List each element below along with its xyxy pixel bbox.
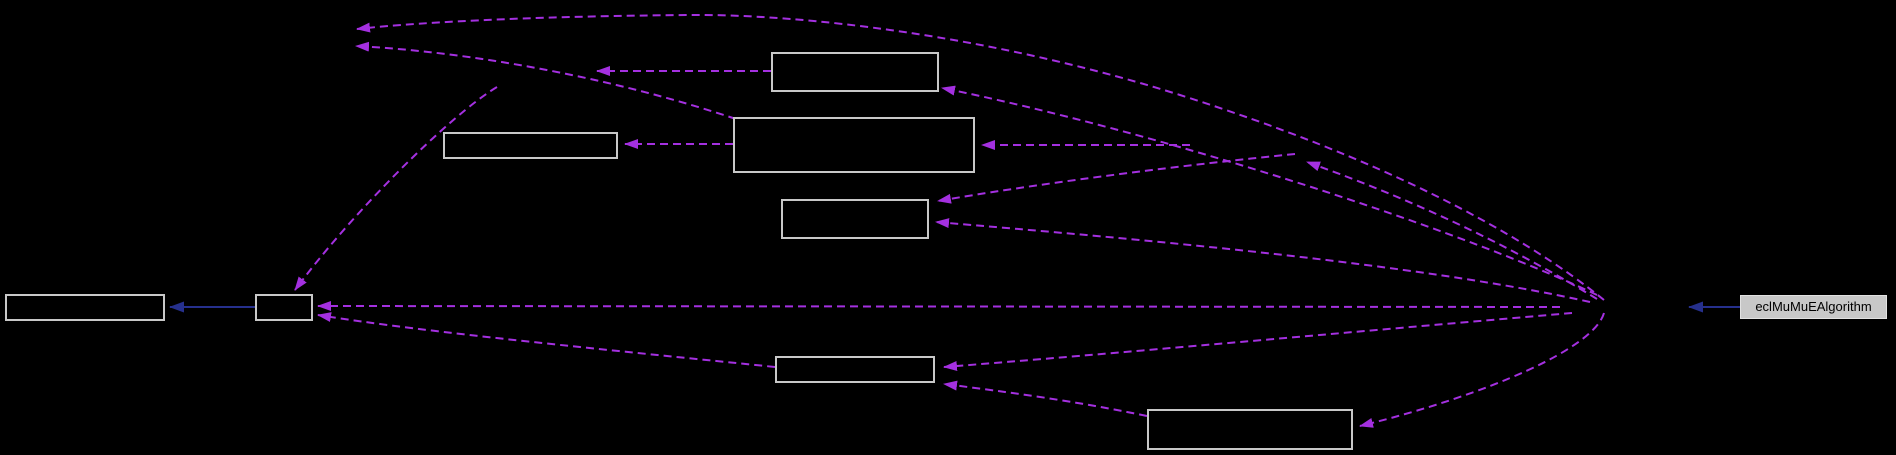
node-box-top[interactable]: [771, 52, 939, 92]
node-eclmumuealgorithm[interactable]: eclMuMuEAlgorithm: [1740, 295, 1887, 319]
node-box-big-upper[interactable]: [733, 117, 975, 173]
node-box-far-left[interactable]: [5, 294, 165, 321]
edge-dashed-to-lower-box: [943, 312, 1573, 371]
edge-dashed-into-midbox-lower: [935, 218, 1591, 303]
edge-dashed-top-long-arc: [356, 13, 1605, 301]
node-box-upper-left[interactable]: [443, 132, 618, 159]
edge-dashed-lower-to-smallbox: [317, 312, 776, 368]
node-box-lower[interactable]: [775, 356, 935, 383]
edge-dashed-long-horizontal: [317, 301, 1561, 312]
edge-dashed-into-midbox-upper: [937, 153, 1296, 204]
edge-dashed-to-top-box: [941, 85, 1598, 296]
node-box-bottom[interactable]: [1147, 409, 1353, 450]
edge-dashed-to-bottom-box: [1359, 312, 1605, 428]
node-label: eclMuMuEAlgorithm: [1755, 299, 1872, 314]
edge-dashed-bigbox-upleft: [355, 41, 737, 120]
edge-dashed-into-smallbox-top: [294, 86, 498, 291]
node-box-middle[interactable]: [781, 199, 929, 239]
edge-dashed-bottom-to-lower: [943, 380, 1148, 417]
edge-dashed-hub-upleft: [1306, 161, 1598, 300]
node-box-small-left[interactable]: [255, 294, 313, 321]
